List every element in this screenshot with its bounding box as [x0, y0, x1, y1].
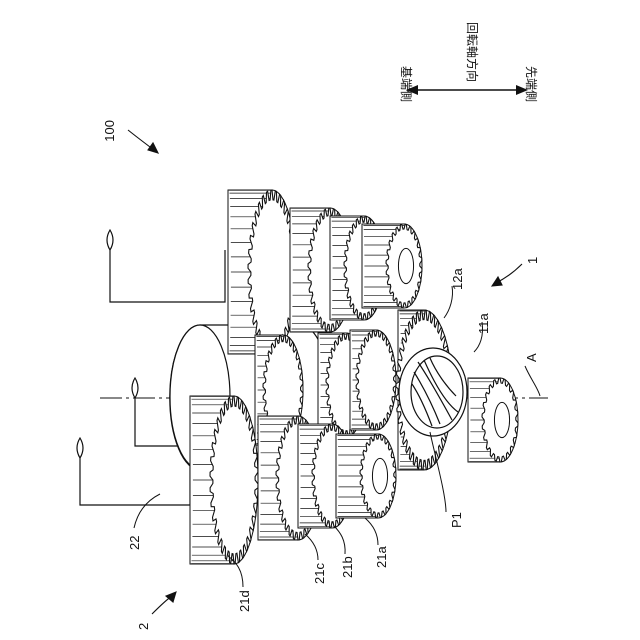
- leader-21b: [334, 526, 345, 554]
- legend-title: 回転軸方向: [465, 22, 480, 82]
- leader-21a: [365, 518, 378, 545]
- label-21b: 21b: [340, 556, 355, 578]
- shaft-upper: [110, 250, 225, 302]
- leader-21c: [305, 534, 318, 560]
- label-p1: P1: [449, 512, 464, 528]
- upper-gear-front: [362, 224, 422, 308]
- label-21d: 21d: [237, 590, 252, 612]
- direction-legend: 回転軸方向 基端側 先端側: [399, 22, 538, 102]
- double-arrow: [406, 85, 528, 95]
- gear-21d: [190, 396, 258, 564]
- label-21c: 21c: [312, 563, 327, 584]
- legend-tip-side: 先端側: [524, 66, 538, 102]
- label-a: A: [524, 353, 539, 362]
- upper-gear-back: [228, 190, 296, 354]
- label-2: 2: [136, 623, 151, 630]
- label-22: 22: [127, 536, 142, 550]
- front-pinion: [468, 378, 518, 462]
- leader-a: [525, 366, 540, 396]
- gear-21a: [336, 434, 396, 518]
- helical-window: [399, 348, 467, 436]
- label-100: 100: [102, 120, 117, 142]
- label-11a: 11a: [476, 313, 491, 334]
- legend-base-side: 基端側: [399, 66, 413, 102]
- label-1: 1: [525, 257, 540, 264]
- label-12a: 12a: [450, 268, 465, 290]
- shaft-lower: [80, 458, 190, 505]
- label-21a: 21a: [374, 546, 389, 568]
- middle-gear-front: [350, 330, 396, 430]
